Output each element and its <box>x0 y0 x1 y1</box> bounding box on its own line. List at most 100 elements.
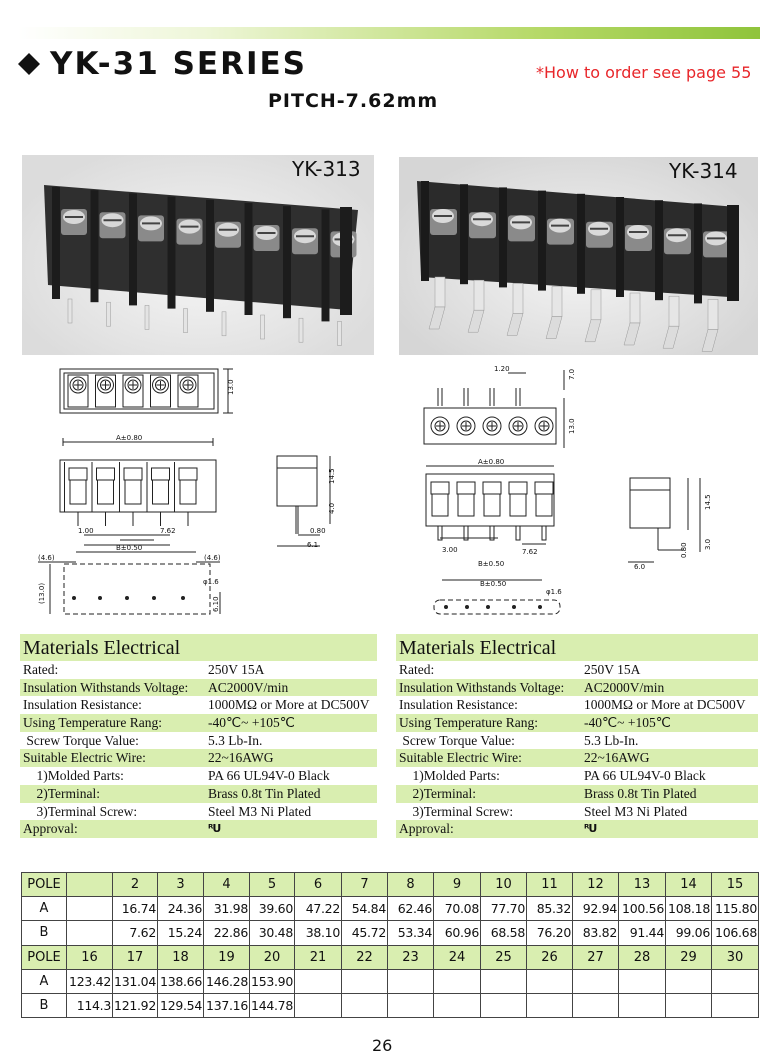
screw-head-icon <box>152 376 169 394</box>
dim-label: A±0.80 <box>478 458 504 466</box>
table-cell: 9 <box>433 871 481 898</box>
dim-label: 7.62 <box>160 527 176 535</box>
terminal-pin <box>707 299 719 330</box>
spec-value: AC2000V/min <box>584 679 665 695</box>
terminal-pin <box>489 525 495 541</box>
screw-cell <box>95 374 116 408</box>
clamp-box <box>482 481 502 495</box>
terminal-cell <box>431 493 449 517</box>
clamp-box <box>123 467 143 481</box>
terminal-pin <box>473 279 485 311</box>
spec-label: Insulation Withstands Voltage: <box>399 679 565 695</box>
table-cell: 144.78 <box>249 992 295 1019</box>
spec-value: 1000MΩ or More at DC500V <box>208 697 370 713</box>
table-cell: 7.62 <box>112 920 158 946</box>
dim-label: 6.0 <box>634 563 645 571</box>
table-cell: 131.04 <box>112 968 158 994</box>
spec-value: 5.3 Lb-In. <box>584 732 639 748</box>
spec-row: Insulation Resistance:1000MΩ or More at … <box>396 696 758 714</box>
dim-label: φ1.6 <box>546 588 562 596</box>
terminal-pin <box>437 525 443 541</box>
dim-label: (4.6) <box>204 554 221 562</box>
spec-value: 5.3 Lb-In. <box>208 732 263 748</box>
table-cell: 30.48 <box>249 920 295 946</box>
table-cell: 10 <box>480 871 527 898</box>
terminal-pin <box>434 276 446 308</box>
table-cell: 24.36 <box>157 896 204 922</box>
terminal-pin <box>337 321 342 346</box>
spec-label: Screw Torque Value: <box>23 732 139 748</box>
spec-value: Steel M3 Ni Plated <box>584 803 688 819</box>
clamp-box <box>151 467 170 481</box>
barrier-wall <box>694 203 702 304</box>
table-cell: 24 <box>433 944 481 970</box>
table-cell <box>618 968 666 994</box>
terminal-pin <box>551 286 563 317</box>
barrier-wall <box>577 193 585 294</box>
spec-row: 3)Terminal Screw:Steel M3 Ni Plated <box>20 803 377 821</box>
end-wall <box>727 205 739 301</box>
table-cell: 4 <box>203 871 250 898</box>
order-note[interactable]: *How to order see page 55 <box>536 63 752 82</box>
screw-head-icon <box>69 376 87 394</box>
photo-yk-314: YK-314 <box>399 157 758 355</box>
spec-label: Approval: <box>23 821 78 837</box>
table-cell: 77.70 <box>480 896 527 922</box>
terminal-pin <box>629 292 641 324</box>
ul-approval-mark: ᴿU <box>208 822 221 836</box>
terminal-pin <box>668 295 680 327</box>
dim-label: 1.00 <box>78 527 94 535</box>
table-cell: 91.44 <box>618 920 666 946</box>
series-title: YK-31 SERIES <box>50 46 307 82</box>
screw-head-icon <box>179 376 197 394</box>
spec-label: Insulation Withstands Voltage: <box>23 679 189 695</box>
table-cell: 29 <box>665 944 712 970</box>
table-cell <box>341 968 388 994</box>
screw-head-icon <box>97 376 114 394</box>
terminal-pin <box>584 319 602 343</box>
table-cell: 60.96 <box>433 920 481 946</box>
terminal-pin <box>515 525 521 541</box>
terminal-pin <box>662 325 680 349</box>
terminal-cell <box>509 493 527 517</box>
table-cell: 26 <box>526 944 573 970</box>
barrier-wall <box>616 197 624 297</box>
terminal-pin <box>701 329 719 352</box>
spec-row: 1)Molded Parts:PA 66 UL94V-0 Black <box>20 767 377 785</box>
dim-label: B±0.50 <box>478 560 504 568</box>
table-cell <box>480 968 527 994</box>
screw-head-icon <box>534 416 554 436</box>
page-number: 26 <box>372 1036 393 1055</box>
spec-label: Rated: <box>23 662 59 677</box>
spec-row: 2)Terminal:Brass 0.8t Tin Plated <box>396 784 758 803</box>
table-cell: 153.90 <box>249 968 295 994</box>
table-cell: 121.92 <box>112 992 158 1019</box>
barrier-wall <box>244 203 253 315</box>
photo-label-yk-314: YK-314 <box>669 159 738 183</box>
terminal-pin <box>183 308 188 333</box>
spec-value: PA 66 UL94V-0 Black <box>208 768 330 784</box>
table-cell: 14 <box>665 871 712 898</box>
clamp-box <box>508 481 528 495</box>
spec-row: 1)Molded Parts:PA 66 UL94V-0 Black <box>396 767 758 785</box>
table-cell <box>618 992 666 1019</box>
barrier-wall <box>129 193 137 306</box>
table-cell: 16 <box>66 944 113 970</box>
table-cell <box>665 968 712 994</box>
table-cell: 5 <box>249 871 295 898</box>
dim-label: φ1.6 <box>203 578 219 586</box>
table-cell: 19 <box>203 944 250 970</box>
table-cell: 11 <box>526 871 573 898</box>
spec-value: 1000MΩ or More at DC500V <box>584 697 746 713</box>
table-cell <box>66 920 113 946</box>
table-cell: 38.10 <box>294 920 342 946</box>
table-cell <box>572 968 619 994</box>
table-cell: 23 <box>387 944 434 970</box>
photo-label-yk-313: YK-313 <box>292 157 361 181</box>
table-cell: B <box>21 920 67 946</box>
table-cell: B <box>21 992 67 1019</box>
